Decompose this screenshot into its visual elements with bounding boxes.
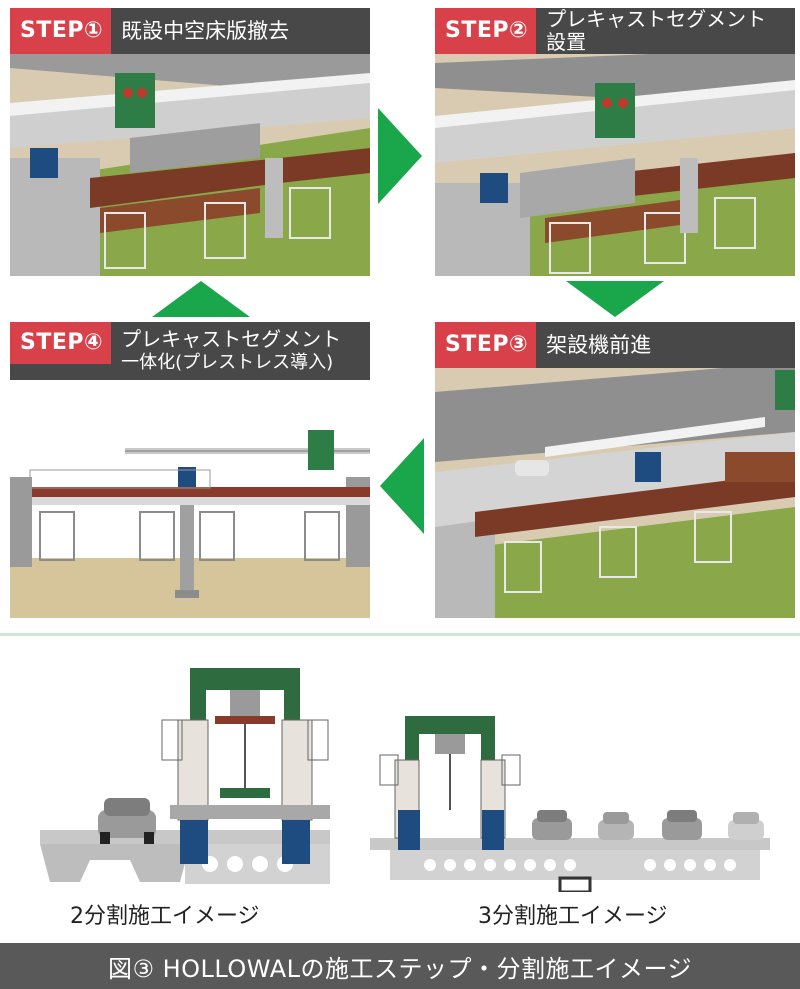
arrow-step4-up	[152, 281, 250, 317]
step1-panel: STEP① 既設中空床版撤去	[10, 8, 370, 276]
step3-header: STEP③ 架設機前進	[435, 322, 795, 368]
step3-title-line1: 架設機前進	[546, 332, 652, 357]
three-split-caption: 3分割施工イメージ	[478, 904, 668, 929]
two-split-illustration	[40, 668, 330, 884]
step1-header: STEP① 既設中空床版撤去	[10, 8, 370, 54]
step2-badge: STEP②	[435, 8, 537, 54]
figure-caption: 図③ HOLLOWALの施工ステップ・分割施工イメージ	[107, 954, 693, 983]
step4-title-line2: 一体化(プレストレス導入)	[121, 352, 334, 373]
step3-badge: STEP③	[435, 322, 537, 368]
two-split-caption: 2分割施工イメージ	[70, 904, 260, 929]
step1-title-line1: 既設中空床版撤去	[121, 18, 290, 43]
step1-badge: STEP①	[10, 8, 112, 54]
step3-panel: STEP③ 架設機前進	[435, 322, 795, 618]
step1-title: 既設中空床版撤去	[111, 8, 299, 54]
step2-header: STEP② プレキャストセグメント 設置	[435, 8, 795, 54]
step4-panel: STEP④ プレキャストセグメント 一体化(プレストレス導入)	[10, 322, 370, 618]
figure-caption-bar: 図③ HOLLOWALの施工ステップ・分割施工イメージ	[0, 943, 800, 989]
step4-badge: STEP④	[10, 322, 112, 364]
arrow-step1-to-step2	[378, 108, 422, 204]
step4-title: プレキャストセグメント 一体化(プレストレス導入)	[111, 322, 351, 380]
step3-illustration	[435, 322, 795, 618]
step2-title-line2: 設置	[546, 30, 587, 54]
step2-illustration	[435, 8, 795, 276]
arrow-step2-to-step3	[566, 281, 664, 317]
three-split-illustration	[370, 716, 770, 892]
section-divider	[0, 633, 800, 636]
step2-title-line1: プレキャストセグメント	[546, 8, 767, 31]
step3-title: 架設機前進	[536, 322, 661, 368]
step4-title-line1: プレキャストセグメント	[121, 327, 342, 351]
step2-title: プレキャストセグメント 設置	[536, 8, 776, 54]
step4-header: STEP④ プレキャストセグメント 一体化(プレストレス導入)	[10, 322, 370, 380]
step2-panel: STEP② プレキャストセグメント 設置	[435, 8, 795, 276]
arrow-step3-to-step4	[380, 438, 424, 534]
